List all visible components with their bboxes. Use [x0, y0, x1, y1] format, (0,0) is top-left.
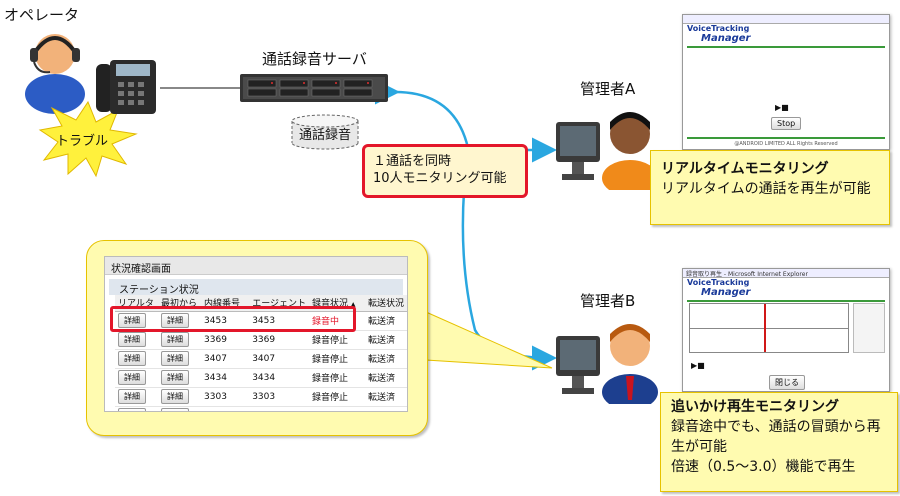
status-window: 状況確認画面 ステーション状況 リアルタ 最初から 内線番号 エージェント 録音…	[104, 256, 408, 412]
agent-cell: 3434	[249, 368, 310, 388]
station-status-heading: ステーション状況	[109, 279, 403, 296]
extension-cell: 3407	[201, 349, 250, 369]
desk-phone-icon	[96, 60, 156, 114]
transfer-status-cell: 転送済	[364, 311, 407, 331]
realtime-detail-button[interactable]: 詳細	[118, 370, 146, 385]
manager-b-label: 管理者B	[580, 292, 636, 310]
server-rack-icon	[240, 74, 388, 102]
from-start-detail: 詳細	[157, 311, 202, 331]
realtime-detail: 詳細	[115, 349, 158, 369]
realtime-detail: 詳細	[115, 406, 158, 411]
from-start-detail-button[interactable]: 詳細	[160, 332, 189, 347]
waveform-panel	[689, 303, 849, 353]
manager-b-close-button[interactable]: 閉じる	[769, 375, 805, 390]
realtime-detail-button[interactable]: 詳細	[118, 408, 146, 411]
from-start-detail-button[interactable]: 詳細	[160, 351, 189, 366]
manager-a-logo-top: VoiceTracking	[687, 24, 750, 33]
manager-b-callout-line-1: 録音途中でも、通話の冒頭から再	[671, 419, 881, 435]
agent-cell: 5553	[249, 406, 310, 411]
note-line-2: 10人モニタリング可能	[373, 171, 507, 186]
server-label: 通話録音サーバ	[262, 50, 367, 68]
realtime-detail-button[interactable]: 詳細	[118, 332, 146, 347]
recording-status-cell: 録音停止	[309, 368, 365, 388]
from-start-detail: 詳細	[157, 349, 202, 369]
operator-icon	[25, 34, 85, 114]
recording-status-cell: 録音停止	[309, 330, 365, 350]
manager-b-screen: 録音取り再生 - Microsoft Internet Explorer Voi…	[682, 268, 890, 392]
manager-b-logo-main: Manager	[701, 287, 751, 298]
manager-a-callout-body: リアルタイムの通話を再生が可能	[661, 181, 871, 197]
realtime-detail-button[interactable]: 詳細	[118, 351, 146, 366]
manager-a-label: 管理者A	[580, 80, 636, 98]
table-row[interactable]: 詳細詳細55535553録音停止転送済	[115, 406, 407, 411]
agent-cell: 3407	[249, 349, 310, 369]
play-stop-icon: ▶■	[775, 103, 789, 112]
manager-a-screen-titlebar	[683, 15, 889, 24]
recording-status-cell: 録音停止	[309, 406, 365, 411]
recording-status-cell: 録音停止	[309, 387, 365, 407]
extension-cell: 3369	[201, 330, 250, 350]
manager-b-callout-title: 追いかけ再生モニタリング	[671, 399, 839, 415]
recording-status-cell: 録音停止	[309, 349, 365, 369]
manager-b-callout: 追いかけ再生モニタリング 録音途中でも、通話の冒頭から再 生が可能 倍速（0.5…	[660, 392, 898, 492]
from-start-detail-button[interactable]: 詳細	[160, 408, 189, 411]
manager-b-icon	[556, 324, 658, 404]
from-start-detail: 詳細	[157, 368, 202, 388]
trouble-label: トラブル	[56, 134, 109, 149]
operator-label: オペレータ	[4, 6, 80, 24]
playhead-marker[interactable]	[764, 304, 766, 352]
status-window-title: 状況確認画面	[105, 257, 407, 275]
manager-a-callout-title: リアルタイムモニタリング	[661, 161, 829, 177]
realtime-detail: 詳細	[115, 387, 158, 407]
extension-cell: 5553	[201, 406, 250, 411]
manager-b-screen-titlebar: 録音取り再生 - Microsoft Internet Explorer	[683, 269, 889, 278]
transfer-status-cell: 転送済	[364, 349, 407, 369]
transfer-status-cell: 転送済	[364, 330, 407, 350]
agent-cell: 3303	[249, 387, 310, 407]
realtime-detail: 詳細	[115, 368, 158, 388]
manager-a-footer: @ANDROID LIMITED ALL Rights Reserved	[734, 141, 838, 147]
extension-cell: 3303	[201, 387, 250, 407]
agent-cell: 3369	[249, 330, 310, 350]
concurrent-monitoring-note: １通話を同時 10人モニタリング可能	[362, 144, 528, 198]
from-start-detail-button[interactable]: 詳細	[160, 313, 189, 328]
playback-controls-icon[interactable]: ▶■	[691, 361, 705, 370]
manager-a-screen: VoiceTracking Manager ▶■ Stop @ANDROID L…	[682, 14, 890, 150]
from-start-detail: 詳細	[157, 406, 202, 411]
recording-storage-icon	[291, 114, 359, 150]
transfer-status-cell: 転送済	[364, 406, 407, 411]
manager-a-callout: リアルタイムモニタリング リアルタイムの通話を再生が可能	[650, 150, 890, 225]
manager-b-callout-line-3: 倍速（0.5～3.0）機能で再生	[671, 459, 856, 475]
manager-b-logo-top: VoiceTracking	[687, 278, 750, 287]
from-start-detail: 詳細	[157, 330, 202, 350]
recording-row-highlight	[110, 306, 356, 332]
note-line-1: １通話を同時	[373, 154, 452, 169]
realtime-detail: 詳細	[115, 330, 158, 350]
realtime-detail-button[interactable]: 詳細	[118, 389, 146, 404]
column-header[interactable]: 転送状況	[364, 295, 407, 312]
transfer-status-cell: 転送済	[364, 368, 407, 388]
manager-a-icon	[556, 112, 658, 190]
realtime-detail-button[interactable]: 詳細	[118, 313, 146, 328]
extension-cell: 3434	[201, 368, 250, 388]
recording-label: 通話録音	[298, 128, 351, 143]
from-start-detail: 詳細	[157, 387, 202, 407]
manager-a-stop-button[interactable]: Stop	[771, 117, 802, 130]
from-start-detail-button[interactable]: 詳細	[160, 370, 189, 385]
manager-b-callout-line-2: 生が可能	[671, 439, 727, 455]
trouble-burst-icon	[38, 100, 138, 178]
from-start-detail-button[interactable]: 詳細	[160, 389, 189, 404]
manager-a-logo-main: Manager	[701, 33, 751, 44]
speed-control-panel[interactable]	[853, 303, 885, 353]
transfer-status-cell: 転送済	[364, 387, 407, 407]
